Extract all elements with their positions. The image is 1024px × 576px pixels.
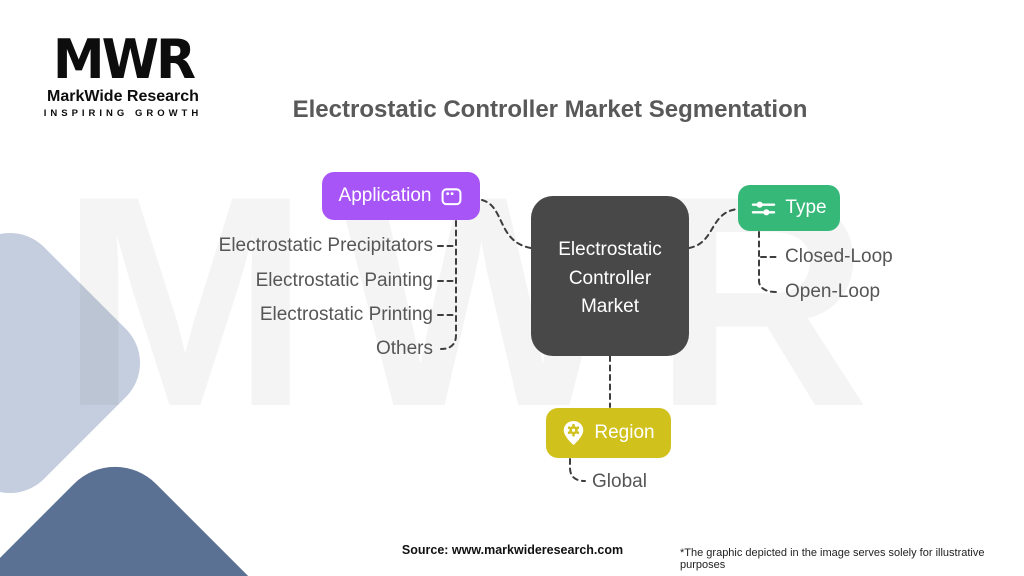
page-title: Electrostatic Controller Market Segmenta…: [292, 96, 808, 123]
segment-label-application-2: Electrostatic Printing: [259, 304, 433, 325]
logo-tagline: INSPIRING GROWTH: [43, 108, 203, 119]
center-node-label: Electrostatic Controller Market: [558, 239, 662, 317]
sliders-icon: [751, 198, 776, 219]
logo-mark: MWR: [52, 28, 196, 92]
region-node: Region: [546, 408, 671, 458]
segment-label-type-0: Closed-Loop: [785, 246, 893, 267]
map-pin-icon: [562, 420, 585, 446]
segment-label-region-0: Global: [592, 471, 647, 492]
center-node: Electrostatic Controller Market: [531, 196, 689, 356]
application-node-label: Application: [338, 185, 432, 206]
segment-label-type-1: Open-Loop: [785, 281, 881, 302]
footer-disclaimer: *The graphic depicted in the image serve…: [680, 547, 985, 571]
calendar-icon: [440, 185, 463, 208]
application-node: Application: [322, 172, 480, 220]
footer-source: Source: www.markwideresearch.com: [401, 543, 624, 557]
logo-name: MarkWide Research: [47, 88, 199, 105]
segment-label-application-1: Electrostatic Painting: [255, 270, 433, 291]
region-node-label: Region: [594, 422, 655, 443]
brand-logo: MWR MarkWide Research INSPIRING GROWTH: [38, 28, 208, 119]
segment-label-application-0: Electrostatic Precipitators: [218, 235, 433, 256]
type-node: Type: [738, 185, 840, 231]
type-node-label: Type: [785, 197, 827, 218]
segment-label-application-3: Others: [375, 338, 433, 359]
